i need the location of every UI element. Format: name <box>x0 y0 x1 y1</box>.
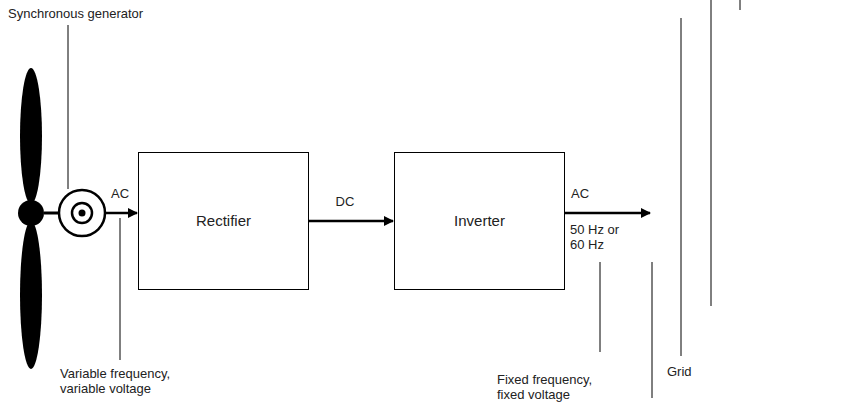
grid-line <box>681 18 682 356</box>
signal-label: AC <box>111 186 151 201</box>
generator-symbol <box>59 190 105 236</box>
signal-label: DC <box>336 194 355 209</box>
part-label: Grid <box>667 364 707 379</box>
ac-arrow <box>564 212 650 215</box>
leader-line <box>600 262 601 352</box>
box-label: Inverter <box>454 212 505 230</box>
note-label: Variable frequency, variable voltage <box>60 366 210 396</box>
frequency-label: 50 Hz or 60 Hz <box>570 222 628 252</box>
shaft <box>44 212 58 215</box>
process-box: Inverter <box>394 152 565 290</box>
turbine-blade <box>20 68 42 204</box>
grid-line <box>652 262 653 398</box>
box-label: Rectifier <box>196 212 251 230</box>
grid-line <box>711 0 712 306</box>
leader-line <box>120 218 121 360</box>
signal-label: AC <box>571 186 611 201</box>
turbine-blade <box>20 221 42 369</box>
note-label: Fixed frequency, fixed voltage <box>497 372 617 402</box>
part-label: Synchronous generator <box>8 6 208 21</box>
generator-symbol <box>72 203 92 223</box>
generator-symbol <box>79 210 86 217</box>
grid-line <box>740 0 741 10</box>
ac-arrow <box>105 212 137 215</box>
connector-arrow <box>309 220 393 223</box>
leader-line <box>68 25 69 189</box>
turbine-hub <box>18 200 44 226</box>
process-box: Rectifier <box>138 152 309 290</box>
